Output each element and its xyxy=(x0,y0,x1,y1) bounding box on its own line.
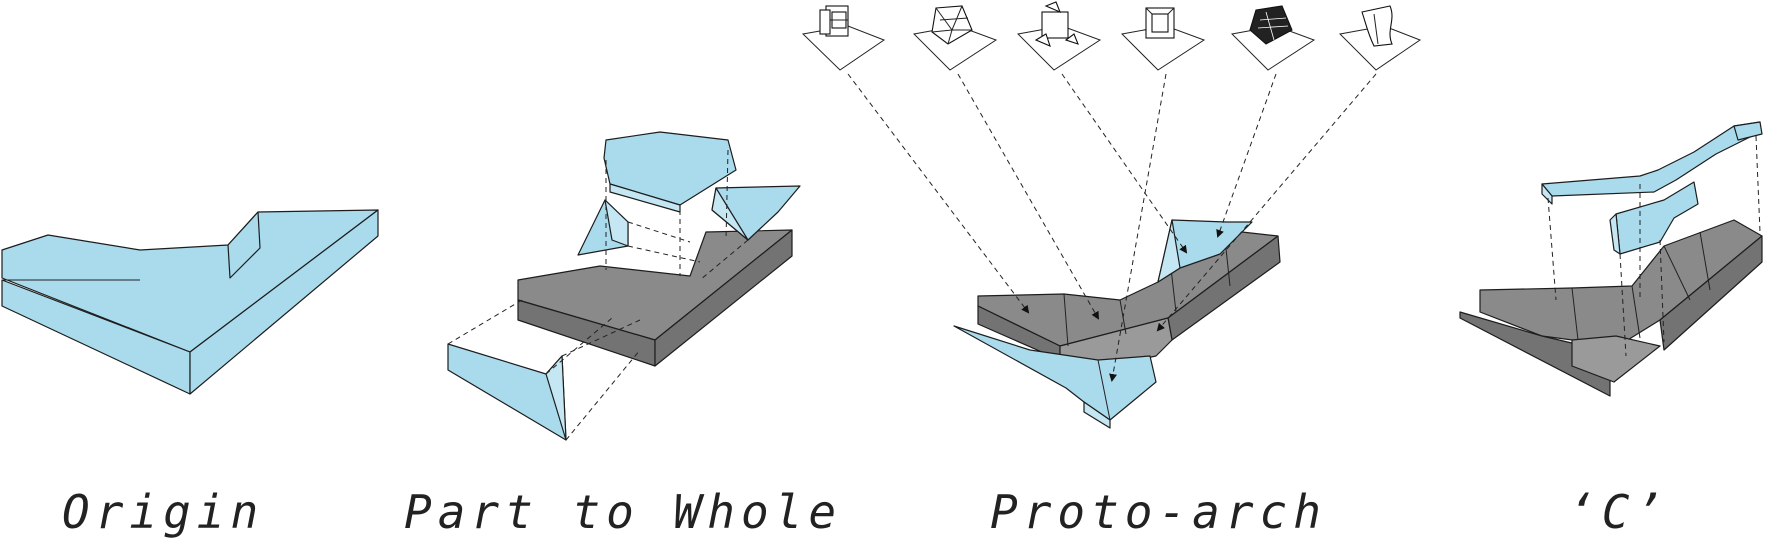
wireframe-cube-icon xyxy=(931,5,973,45)
part-to-whole-diagram xyxy=(447,131,801,441)
c-ribbon-top xyxy=(1541,121,1761,197)
caption-part-to-whole: Part to Whole xyxy=(404,485,842,539)
framed-cube-icon xyxy=(1145,7,1175,39)
origin-step-face xyxy=(227,211,261,279)
ptw-bottom-piece xyxy=(447,343,567,441)
caption-origin: Origin xyxy=(62,485,264,539)
ptw-bottom-piece-side xyxy=(545,355,567,441)
proto-arch-diagram xyxy=(801,1,1422,429)
caption-proto-arch: Proto-arch xyxy=(990,485,1327,539)
c-ribbon-arm xyxy=(1615,181,1699,255)
origin-right-face xyxy=(189,209,379,395)
ptw-right-piece-side xyxy=(711,187,749,241)
proto-lower-piece-front xyxy=(1083,401,1111,429)
proto-icon-row xyxy=(801,1,1422,71)
proto-upper-piece-side xyxy=(1157,219,1181,283)
dark-grid-cube-icon xyxy=(1249,5,1293,45)
c-ribbon-side xyxy=(1541,183,1553,205)
c-base-right xyxy=(1659,235,1763,351)
c-diagram xyxy=(1459,121,1763,397)
ptw-base-right xyxy=(654,229,793,367)
folded-sheet-icon xyxy=(1361,5,1393,47)
c-base-block xyxy=(1571,335,1661,383)
ptw-top-piece xyxy=(603,131,737,206)
c-ribbon-tail xyxy=(1733,121,1763,141)
layered-box-icon xyxy=(819,5,849,37)
origin-diagram xyxy=(1,209,379,395)
c-ribbon-arm-side xyxy=(1609,213,1621,255)
cube-with-blobs-icon xyxy=(1034,1,1079,47)
caption-c: ‘C’ xyxy=(1568,485,1669,539)
